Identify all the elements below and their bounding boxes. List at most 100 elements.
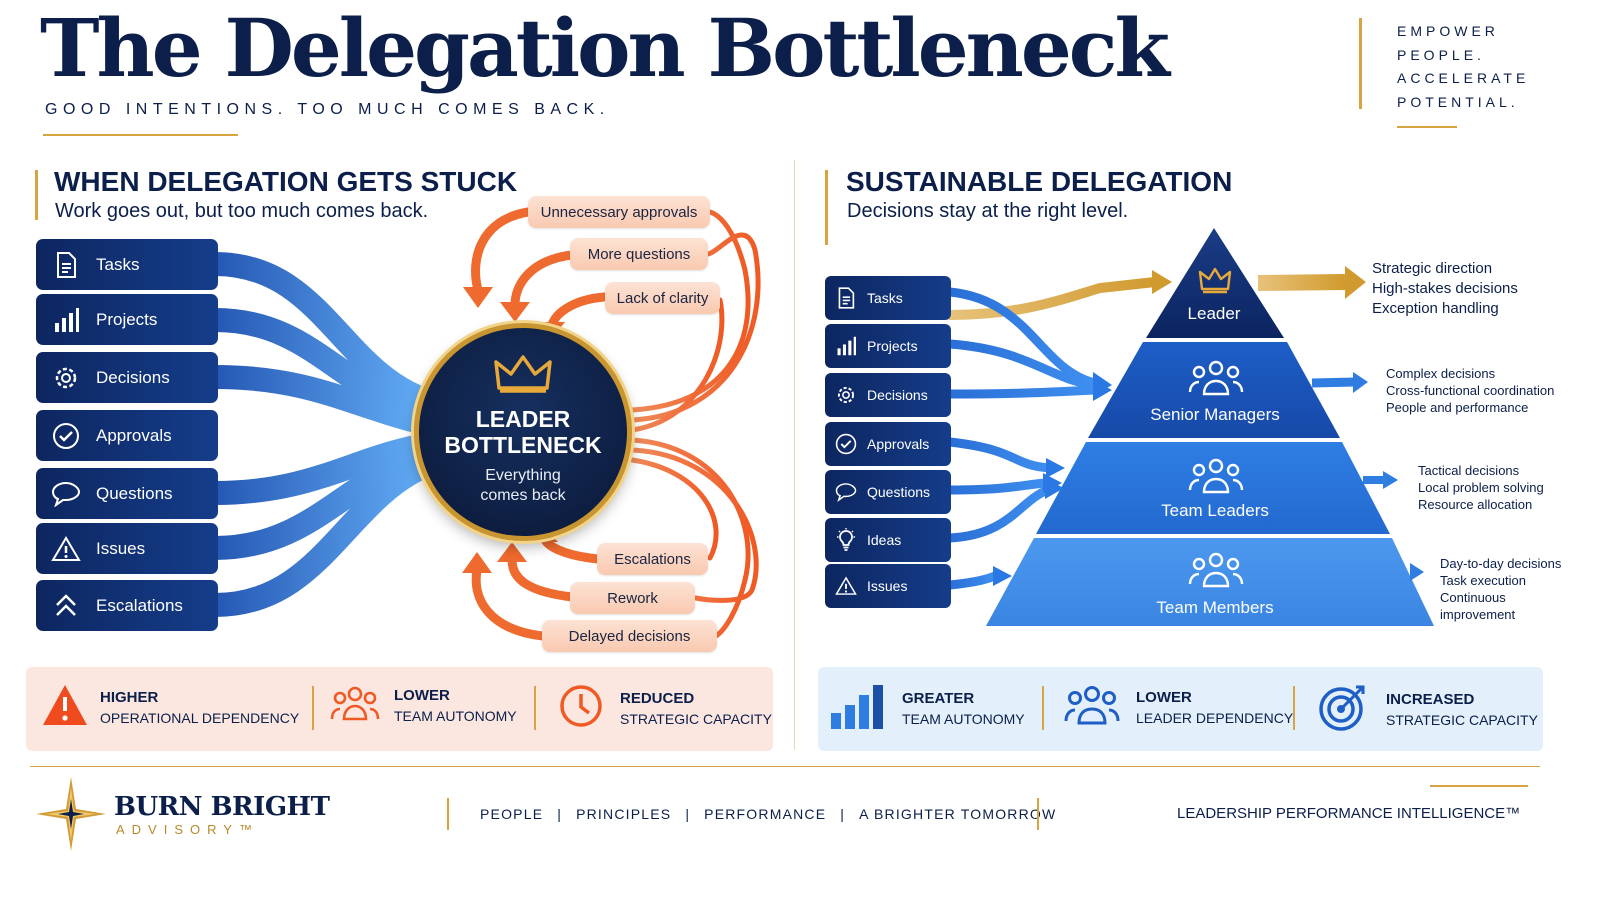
tagline-line-1: EMPOWER	[1397, 23, 1499, 39]
double-chevron-up-icon	[36, 593, 96, 619]
left-item-label: Decisions	[96, 367, 170, 387]
leader-bottleneck-circle: LEADER BOTTLENECK Everything comes back	[414, 323, 632, 541]
metric-line-1: HIGHER	[100, 688, 159, 706]
document-icon	[825, 287, 867, 309]
circle-title-line-2: BOTTLENECK	[444, 432, 602, 458]
responsibility-item: improvement	[1440, 607, 1516, 622]
warning-icon	[42, 683, 88, 732]
warning-icon	[36, 535, 96, 562]
metric-line-1: LOWER	[1136, 688, 1192, 706]
left-item-label: Questions	[96, 483, 173, 503]
target-icon	[1318, 683, 1368, 736]
metric-line-1: REDUCED	[620, 689, 695, 707]
responsibility-item: Complex decisions	[1386, 366, 1496, 381]
footer-nav: PEOPLE | PRINCIPLES | PERFORMANCE | A BR…	[480, 806, 1056, 822]
responsibility-item: Day-to-day decisions	[1440, 556, 1562, 571]
right-metric-3: INCREASED STRATEGIC CAPACITY	[1318, 683, 1538, 736]
right-item-label: Issues	[867, 578, 908, 594]
circle-sub-line-1: Everything	[485, 467, 561, 484]
metric-line-2: TEAM AUTONOMY	[902, 710, 1025, 727]
left-item-label: Issues	[96, 538, 146, 558]
warning-icon	[825, 576, 867, 596]
footer-divider	[30, 766, 1540, 767]
speech-bubble-icon	[825, 482, 867, 502]
right-item-label: Tasks	[867, 290, 903, 306]
responsibility-item: Resource allocation	[1418, 497, 1533, 512]
footer-nav-divider-left	[447, 798, 449, 830]
left-item-projects: Projects	[36, 294, 218, 345]
gear-icon	[825, 384, 867, 406]
clock-icon	[558, 683, 604, 734]
footer-nav-divider-right	[1037, 798, 1039, 830]
left-item-tasks: Tasks	[36, 239, 218, 290]
left-metric-1: HIGHER OPERATIONAL DEPENDENCY	[42, 683, 299, 732]
footer-nav-separator: |	[557, 806, 563, 822]
left-item-label: Projects	[96, 309, 158, 329]
people-icon	[330, 683, 380, 728]
right-item-label: Questions	[867, 484, 931, 500]
left-metric-3: REDUCED STRATEGIC CAPACITY	[558, 683, 772, 734]
left-item-issues: Issues	[36, 523, 218, 574]
pyramid-tier-team-members	[986, 538, 1434, 626]
tagline-divider	[1359, 18, 1362, 109]
right-item-label: Approvals	[867, 436, 930, 452]
responsibility-item: People and performance	[1386, 400, 1529, 415]
left-item-label: Approvals	[96, 425, 172, 445]
responsibility-item: Tactical decisions	[1418, 463, 1520, 478]
footer-right-text: LEADERSHIP PERFORMANCE INTELLIGENCE™	[1177, 805, 1521, 822]
left-flow-streams	[203, 207, 761, 641]
speech-bubble-icon	[36, 481, 96, 507]
people-icon	[1188, 358, 1244, 403]
brand-name: BURN BRIGHT	[114, 792, 330, 822]
pyramid-label-senior-managers: Senior Managers	[1150, 405, 1280, 424]
document-icon	[36, 251, 96, 278]
right-metric-2: LOWER LEADER DEPENDENCY	[1064, 683, 1293, 732]
circle-sub-line-2: comes back	[480, 487, 566, 504]
pyramid-tier-leader	[1146, 228, 1284, 338]
left-item-questions: Questions	[36, 468, 218, 519]
right-item-decisions: Decisions	[825, 373, 951, 417]
left-section-title: WHEN DELEGATION GETS STUCK	[54, 166, 518, 197]
pyramid-tier-senior-managers	[1088, 342, 1340, 438]
right-item-label: Decisions	[867, 387, 928, 403]
responsibility-item: Strategic direction	[1372, 260, 1493, 277]
check-circle-icon	[36, 422, 96, 450]
left-metrics-box	[26, 667, 773, 751]
footer-nav-separator: |	[840, 806, 846, 822]
pyramid-label-team-leaders: Team Leaders	[1161, 501, 1269, 520]
metric-line-2: STRATEGIC CAPACITY	[620, 710, 772, 727]
tagline-underline	[1397, 126, 1457, 128]
check-circle-icon	[825, 433, 867, 455]
responsibility-item: High-stakes decisions	[1372, 280, 1518, 297]
right-item-questions: Questions	[825, 470, 951, 514]
right-section-subtitle: Decisions stay at the right level.	[847, 200, 1129, 222]
right-metric-1: GREATER TEAM AUTONOMY	[830, 683, 1025, 734]
pyramid-label-team-members: Team Members	[1156, 598, 1274, 617]
bar-chart-icon	[36, 307, 96, 333]
return-pill-lack-of-clarity: Lack of clarity	[605, 282, 720, 314]
brand-sub: ADVISORY™	[116, 822, 259, 837]
gear-icon	[36, 364, 96, 392]
right-item-label: Projects	[867, 338, 918, 354]
bar-chart-icon	[830, 683, 886, 734]
right-item-projects: Projects	[825, 324, 951, 368]
left-section-bar	[35, 170, 38, 220]
crown-icon	[493, 354, 553, 398]
tagline-line-3: ACCELERATE	[1397, 70, 1530, 86]
metric-line-1: INCREASED	[1386, 690, 1475, 708]
metric-line-2: LEADER DEPENDENCY	[1136, 709, 1294, 726]
return-pill-escalations: Escalations	[597, 543, 708, 575]
metric-line-2: TEAM AUTONOMY	[394, 707, 517, 724]
left-item-escalations: Escalations	[36, 580, 218, 631]
people-icon	[1188, 456, 1244, 501]
return-pill-unnecessary-approvals: Unnecessary approvals	[528, 196, 710, 228]
tagline-line-4: POTENTIAL.	[1397, 93, 1519, 110]
left-item-label: Tasks	[96, 254, 140, 274]
right-item-tasks: Tasks	[825, 276, 951, 320]
footer-nav-people: PEOPLE	[480, 806, 544, 822]
senior-managers-responsibilities: Complex decisions Cross-functional coord…	[1386, 365, 1554, 416]
page-subtitle: GOOD INTENTIONS. TOO MUCH COMES BACK.	[45, 101, 610, 118]
right-item-ideas: Ideas	[825, 518, 951, 562]
return-pill-delayed-decisions: Delayed decisions	[542, 620, 717, 652]
people-icon	[1188, 550, 1244, 595]
